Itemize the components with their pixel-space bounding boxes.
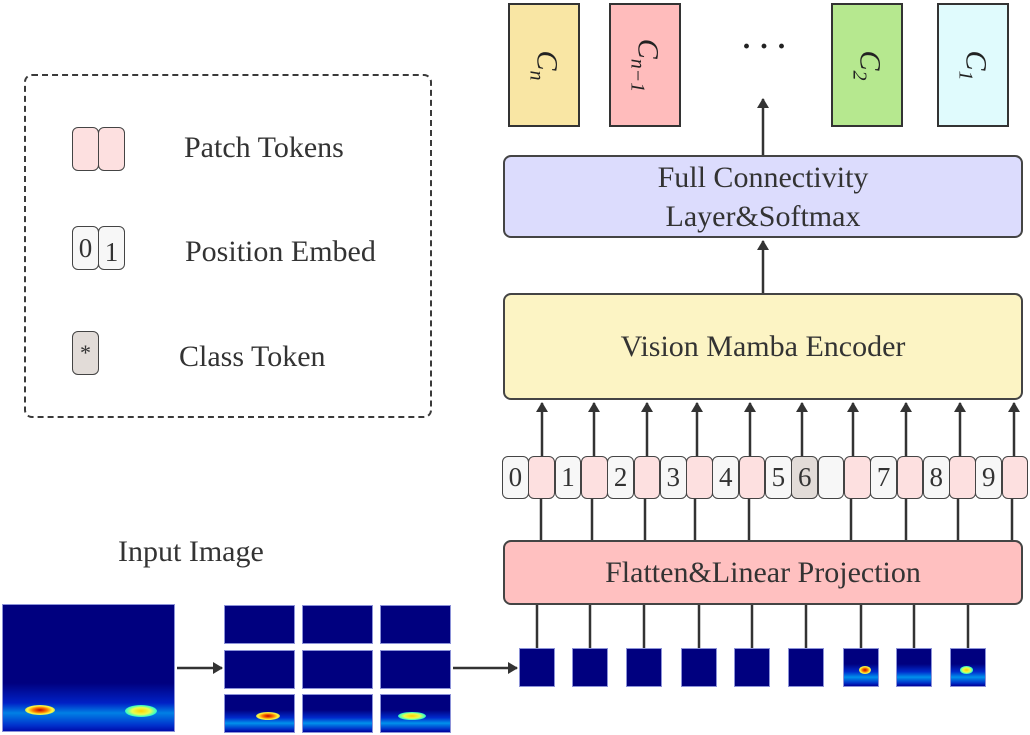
legend-label-class-token: Class Token — [179, 340, 326, 373]
position-token: 0 — [502, 456, 529, 499]
encoder-label: Vision Mamba Encoder — [620, 330, 906, 363]
legend-class-token-icon: * — [72, 331, 99, 375]
class-label: C2 — [848, 49, 887, 81]
class-box-c1: C1 — [937, 3, 1009, 127]
patch-token — [686, 456, 713, 499]
class-box-c2: C2 — [831, 3, 903, 127]
full-connectivity-softmax-block: Full Connectivity Layer&Softmax — [503, 155, 1023, 238]
patch-token — [896, 456, 924, 499]
image-patch — [302, 605, 373, 644]
position-token: 4 — [712, 456, 740, 499]
position-token — [817, 456, 845, 499]
position-token: 3 — [659, 456, 687, 499]
class-box-cn: Cn — [508, 3, 580, 127]
flattened-patch — [896, 648, 932, 687]
legend-patch-tokens-icon — [72, 127, 126, 171]
legend-label-patch-tokens: Patch Tokens — [184, 131, 344, 164]
class-label: Cn — [525, 49, 564, 81]
patch-token — [843, 456, 871, 499]
flatten-linear-projection-block: Flatten&Linear Projection — [503, 540, 1023, 605]
image-patch — [224, 605, 295, 644]
patch-token — [738, 456, 766, 499]
class-token: 6 — [791, 456, 819, 499]
position-token: 5 — [765, 456, 792, 499]
flattened-patch — [950, 648, 986, 687]
class-label: C1 — [954, 49, 993, 81]
legend-label-position-embed: Position Embed — [185, 235, 376, 268]
flattened-patch — [681, 648, 717, 687]
class-box-cn-minus-1: Cn−1 — [609, 3, 681, 127]
patch-token — [949, 456, 976, 499]
patch-token — [633, 456, 661, 499]
ellipsis: · · · — [741, 30, 787, 63]
flattened-patch — [519, 648, 555, 687]
legend-box — [24, 74, 432, 418]
position-token: 9 — [975, 456, 1003, 499]
image-patch — [302, 694, 373, 733]
patch-token-icon — [72, 127, 99, 171]
position-token: 1 — [554, 456, 582, 499]
position-token-icon: 1 — [98, 226, 125, 270]
input-image-heatmap — [2, 604, 175, 732]
image-patch — [380, 605, 451, 644]
patch-token-icon — [98, 127, 125, 171]
position-token: 2 — [607, 456, 634, 499]
fc-line-1: Full Connectivity — [657, 160, 869, 194]
flattened-patch — [734, 648, 770, 687]
input-image-caption: Input Image — [118, 535, 264, 568]
position-token-icon: 0 — [72, 226, 99, 270]
flattened-patch — [572, 648, 608, 687]
projection-label: Flatten&Linear Projection — [605, 556, 921, 589]
legend-position-embed-icon: 0 1 — [72, 226, 126, 270]
vision-mamba-encoder-block: Vision Mamba Encoder — [503, 293, 1023, 400]
flattened-patch — [788, 648, 824, 687]
image-patch — [380, 694, 451, 733]
flattened-patch — [843, 648, 879, 687]
position-token: 7 — [870, 456, 897, 499]
position-token: 8 — [922, 456, 950, 499]
fc-line-2: Layer&Softmax — [665, 199, 861, 233]
image-patch — [224, 694, 295, 733]
image-patch — [302, 650, 373, 689]
image-patch — [380, 650, 451, 689]
patch-token — [1001, 456, 1029, 499]
patch-token — [528, 456, 556, 499]
patch-token — [580, 456, 608, 499]
class-label: Cn−1 — [626, 38, 665, 92]
flattened-patch — [626, 648, 662, 687]
image-patch — [224, 650, 295, 689]
